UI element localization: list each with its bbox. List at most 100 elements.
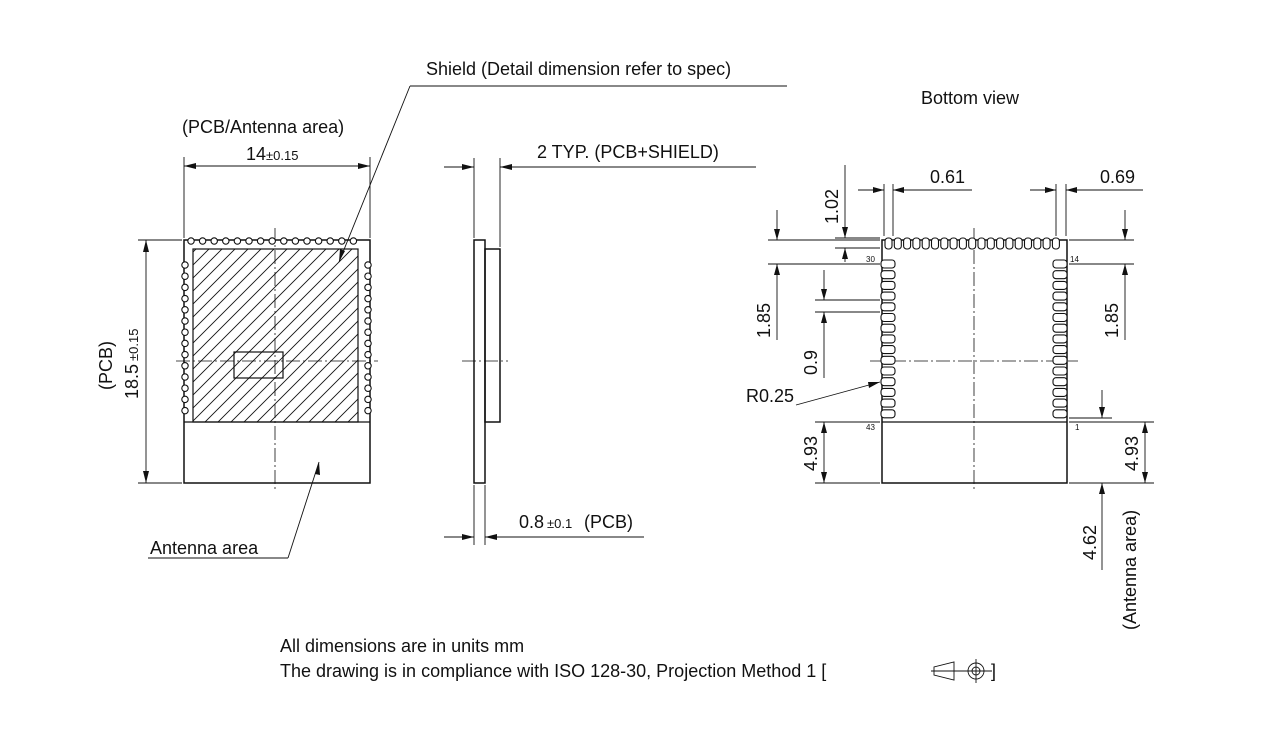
dim-0-69: 0.69 bbox=[1100, 167, 1135, 187]
hatch-line bbox=[193, 249, 249, 305]
pad-top-edge bbox=[187, 237, 195, 245]
dim-4-93-left: 4.93 bbox=[801, 436, 821, 471]
hatch-line bbox=[0, 209, 223, 449]
pad-bottom-top bbox=[903, 237, 912, 250]
hatch-line bbox=[321, 385, 358, 422]
hatch-line bbox=[193, 249, 301, 357]
top-view: 14 ±0.15 (PCB/Antenna area) (PCB) 18.5 ±… bbox=[0, 59, 787, 559]
pad-bottom-left bbox=[880, 280, 896, 290]
hatch-line bbox=[347, 411, 358, 422]
pad-bottom-right bbox=[1052, 345, 1068, 355]
pad-bottom-right bbox=[1052, 312, 1068, 323]
pad-bottom-top bbox=[986, 237, 995, 250]
pad-top-edge bbox=[291, 237, 300, 245]
bottom-view: Bottom view 30 14 43 1 0.61 0.69 bbox=[746, 88, 1154, 630]
pad-top-edge bbox=[256, 237, 265, 245]
pad-bottom-left bbox=[880, 366, 896, 376]
shield-label: Shield (Detail dimension refer to spec) bbox=[426, 59, 731, 79]
pad-bottom-left bbox=[880, 398, 896, 408]
pad-bottom-top bbox=[1042, 237, 1051, 250]
pad-right-edge bbox=[364, 362, 372, 370]
pad-top-edge bbox=[222, 237, 230, 245]
hatch-line bbox=[243, 307, 358, 422]
first-angle-projection-icon bbox=[931, 659, 992, 683]
pad-left-edge bbox=[181, 384, 189, 392]
pad-bottom-top bbox=[884, 237, 893, 250]
pad-bottom-left bbox=[880, 387, 896, 397]
hatch-line bbox=[193, 255, 358, 422]
hatch-line bbox=[193, 249, 236, 292]
pad-right-edge bbox=[364, 339, 372, 348]
pad-bottom-top bbox=[930, 237, 940, 250]
hatch-line bbox=[256, 320, 358, 422]
pad-left-edge bbox=[181, 283, 189, 292]
antenna-area-label: Antenna area bbox=[150, 538, 259, 558]
hatch-line bbox=[308, 372, 358, 422]
pad-right-edge bbox=[364, 328, 372, 336]
pad-bottom-right bbox=[1052, 377, 1068, 387]
pad-right-edge bbox=[364, 283, 372, 292]
pad-bottom-right bbox=[1052, 323, 1068, 333]
width-value: 14 bbox=[246, 144, 266, 164]
pad-top-edge bbox=[314, 237, 323, 245]
pad-right-edge bbox=[364, 261, 372, 269]
pad-bottom-left bbox=[880, 270, 896, 280]
pad-left-edge bbox=[181, 294, 189, 303]
notes: All dimensions are in units mm The drawi… bbox=[280, 636, 996, 683]
note-iso: The drawing is in compliance with ISO 12… bbox=[280, 661, 826, 681]
pad-left-edge bbox=[181, 261, 189, 269]
pad-bottom-right bbox=[1052, 280, 1068, 290]
thickness-tolerance: ±0.1 bbox=[547, 516, 572, 531]
shield-hatch bbox=[0, 209, 626, 449]
thickness-value: 0.8 bbox=[519, 512, 544, 532]
pad-top-edge bbox=[210, 237, 218, 245]
pad-left-edge bbox=[181, 373, 189, 381]
pad-bottom-top bbox=[949, 237, 958, 250]
pad-left-edge bbox=[181, 362, 189, 370]
pad-bottom-top bbox=[977, 237, 986, 250]
pad-bottom-top bbox=[968, 237, 977, 250]
typ-label: 2 TYP. (PCB+SHIELD) bbox=[537, 142, 719, 162]
pad-right-edge bbox=[364, 317, 372, 325]
pad-left-edge bbox=[181, 328, 189, 336]
hatch-line bbox=[373, 209, 613, 449]
hatch-line bbox=[334, 398, 358, 422]
pad-top-edge bbox=[198, 237, 207, 245]
pad-right-edge bbox=[364, 350, 372, 359]
width-tolerance: ±0.15 bbox=[266, 148, 298, 163]
pad-bottom-left bbox=[880, 409, 896, 419]
note-units: All dimensions are in units mm bbox=[280, 636, 524, 656]
pin-1-label: 1 bbox=[1075, 423, 1080, 432]
pad-bottom-right bbox=[1052, 409, 1068, 419]
pad-bottom-right bbox=[1052, 334, 1068, 344]
hatch-line bbox=[204, 268, 358, 422]
thickness-unit: (PCB) bbox=[584, 512, 633, 532]
height-tolerance: ±0.15 bbox=[126, 329, 141, 361]
hatch-line bbox=[347, 209, 587, 449]
hatch-line bbox=[193, 249, 275, 331]
dim-4-62: 4.62 bbox=[1080, 525, 1100, 560]
hatch-line bbox=[193, 249, 327, 383]
pad-left-edge bbox=[181, 306, 189, 314]
hatch-line bbox=[0, 209, 210, 449]
pcb-outline bbox=[183, 239, 371, 484]
pad-bottom-top bbox=[1014, 237, 1023, 250]
pad-right-edge bbox=[364, 406, 372, 415]
hatch-line bbox=[386, 209, 626, 449]
shield-label-rect bbox=[233, 351, 284, 379]
height-value: 18.5 bbox=[122, 364, 142, 399]
pin-30-label: 30 bbox=[866, 255, 875, 264]
pad-right-edge bbox=[364, 294, 372, 303]
pad-bottom-top bbox=[940, 237, 949, 250]
pad-right-edge bbox=[364, 272, 372, 280]
pad-right-edge bbox=[364, 373, 372, 381]
pad-bottom-top bbox=[1051, 237, 1060, 250]
pad-right-edge bbox=[364, 384, 372, 392]
pad-bottom-left bbox=[880, 355, 896, 365]
hatch-line bbox=[282, 346, 358, 422]
pad-left-edge bbox=[181, 339, 189, 348]
pad-bottom-top bbox=[912, 237, 921, 250]
hatch-line bbox=[193, 249, 288, 344]
pin-43-label: 43 bbox=[866, 423, 875, 432]
